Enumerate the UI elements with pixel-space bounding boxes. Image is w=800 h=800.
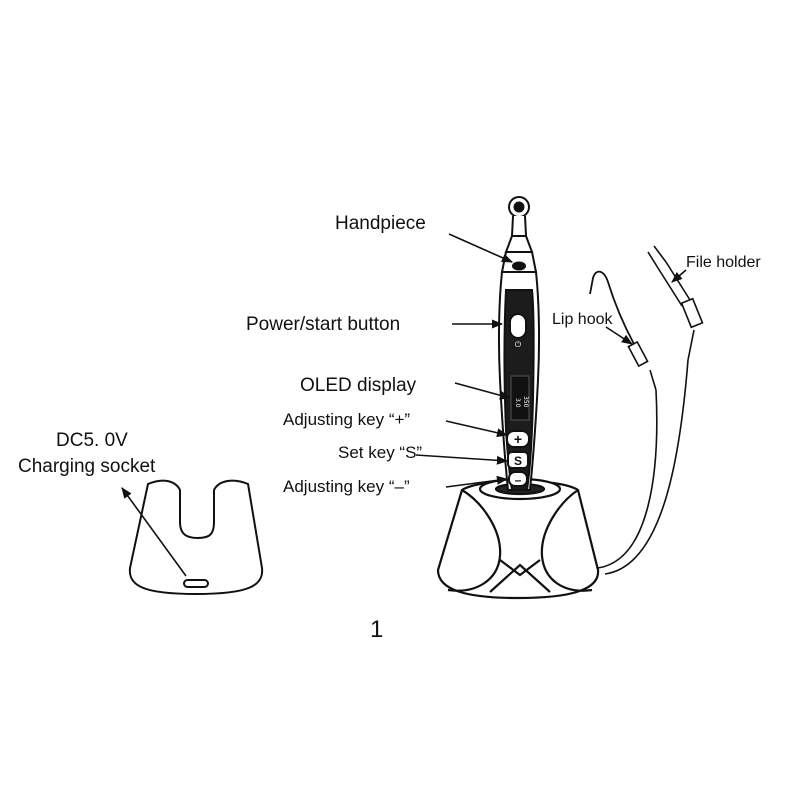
arrow-lip-hook [605, 326, 633, 345]
label-adjust-plus: Adjusting key “+” [283, 410, 411, 429]
label-charging-socket: Charging socket [18, 456, 156, 477]
power-symbol-icon: ⏻ [515, 340, 522, 349]
arrow-adjust-minus [445, 475, 509, 488]
lip-hook-connector [627, 340, 649, 368]
lip-hook [589, 270, 635, 345]
handpiece: ⏻ 350 3.0 + S – [497, 196, 541, 491]
arrow-set-key [415, 454, 509, 465]
apex-locator-cable [589, 245, 704, 575]
handpiece-base [436, 477, 600, 600]
file-holder [680, 297, 704, 329]
power-start-button[interactable] [509, 313, 527, 339]
plus-key-glyph: + [514, 431, 522, 447]
minus-key-glyph: – [515, 473, 522, 487]
adjusting-key-minus[interactable] [508, 471, 528, 487]
arrow-handpiece [448, 233, 514, 263]
leader-lines [121, 233, 687, 577]
arrow-adjust-plus [445, 420, 509, 438]
charging-socket-port [183, 579, 209, 588]
figure-number: 1 [370, 616, 384, 643]
label-lip-hook: Lip hook [552, 311, 613, 328]
arrow-charging-socket [121, 487, 187, 577]
label-oled-display: OLED display [300, 375, 417, 396]
charging-dock [128, 479, 264, 596]
arrow-file-holder [671, 269, 687, 283]
screen-torque: 3.0 [514, 398, 521, 408]
label-charging-voltage: DC5. 0V [56, 430, 128, 451]
label-file-holder: File holder [686, 254, 761, 271]
label-power-button: Power/start button [246, 314, 401, 335]
adjusting-key-plus[interactable] [506, 430, 530, 448]
screen-rpm: 350 [522, 396, 529, 408]
label-handpiece: Handpiece [335, 213, 426, 234]
label-adjust-minus: Adjusting key “–” [283, 477, 410, 496]
arrow-oled-display [454, 382, 512, 400]
label-set-key: Set key “S” [338, 443, 423, 462]
set-key-glyph: S [514, 454, 522, 468]
